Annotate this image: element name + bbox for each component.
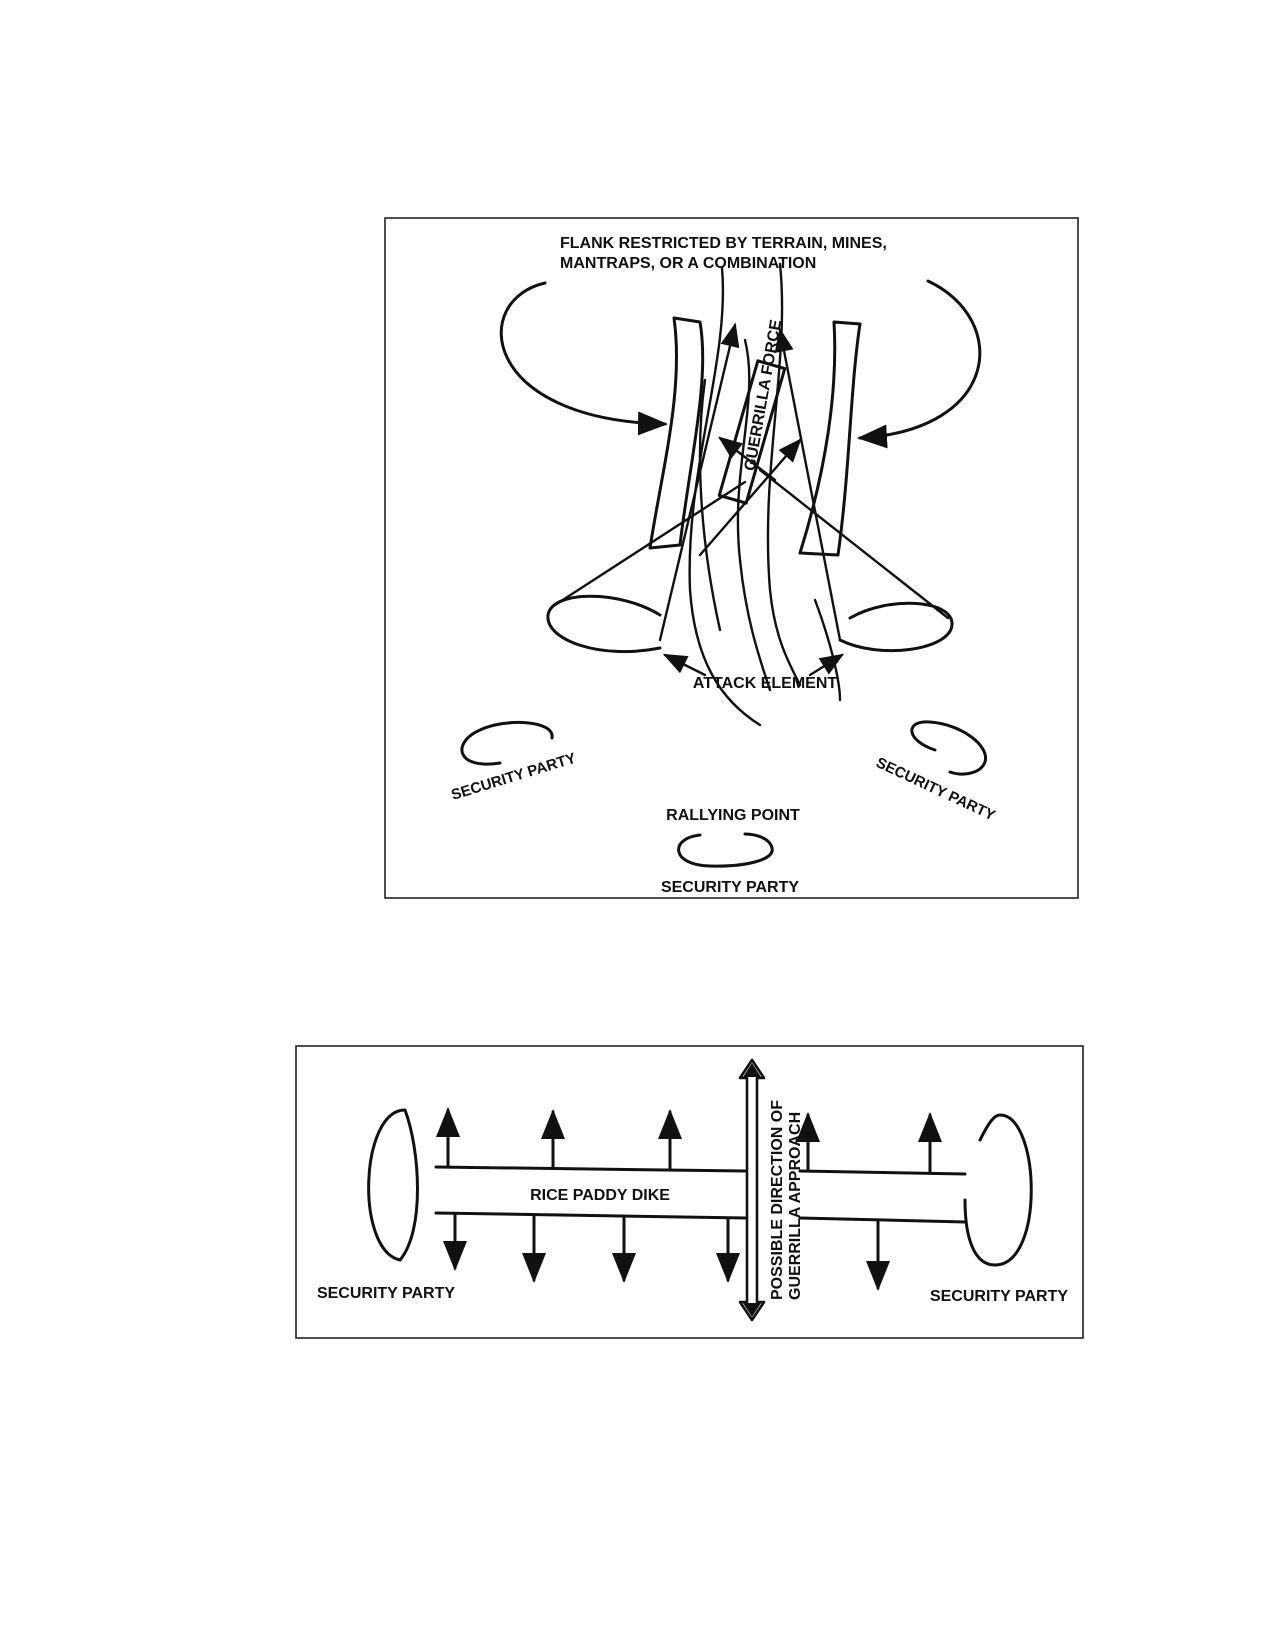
flank-strip-left	[648, 316, 705, 550]
fire-line-right-inner	[774, 327, 842, 642]
attack-element-label: ATTACK ELEMENT	[693, 675, 838, 692]
rallying-point-symbol	[677, 832, 774, 868]
rallying-point-label: RALLYING POINT	[666, 807, 800, 824]
trail-line-4	[698, 378, 722, 632]
attack-pointer-right	[808, 653, 845, 677]
security-party-right-label-2: SECURITY PARTY	[930, 1288, 1068, 1305]
dike-top-right	[798, 1169, 967, 1176]
figure2-frame	[295, 1045, 1084, 1339]
security-party-right-symbol	[910, 720, 987, 776]
trail-line-1	[688, 266, 762, 727]
fire-line-left-inner	[658, 322, 740, 642]
attack-position-right	[838, 601, 954, 653]
security-party-bottom-label: SECURITY PARTY	[661, 879, 799, 896]
security-party-right-label: SECURITY PARTY	[873, 754, 998, 824]
security-party-right-symbol-2	[963, 1113, 1033, 1267]
figure1-frame	[384, 217, 1079, 899]
figure-ambush-diagram: FLANK RESTRICTED BY TERRAIN, MINES, MANT…	[384, 217, 1079, 899]
fire-line-right-outer	[758, 468, 950, 620]
dike-bottom-left	[434, 1211, 748, 1220]
attack-pointer-left	[662, 653, 707, 677]
guerrilla-force-box	[717, 359, 787, 505]
security-party-left-label: SECURITY PARTY	[449, 750, 578, 804]
fire-line-right-cross	[718, 436, 777, 482]
fire-line-left-cross	[698, 438, 802, 557]
figure-rice-paddy-diagram: RICE PADDY DIKE SECURITY PARTY SECURITY …	[295, 1045, 1084, 1339]
attack-position-left	[546, 594, 662, 654]
flank-label-line1: FLANK RESTRICTED BY TERRAIN, MINES,	[560, 235, 887, 252]
rice-paddy-dike-label: RICE PADDY DIKE	[530, 1187, 670, 1204]
approach-double-arrow	[738, 1058, 766, 1322]
flank-arrow-right	[857, 279, 982, 449]
approach-label-line2: GUERRILLA APPROACH	[787, 1112, 804, 1300]
dike-bottom-right	[798, 1216, 967, 1224]
approach-label-line1: POSSIBLE DIRECTION OF	[769, 1100, 786, 1300]
fire-line-left-outer	[553, 480, 747, 607]
flank-label-line2: MANTRAPS, OR A COMBINATION	[560, 255, 816, 272]
security-party-left-label-2: SECURITY PARTY	[317, 1285, 455, 1302]
dike-top-left	[434, 1165, 748, 1173]
flank-arrow-left	[499, 281, 668, 436]
security-party-left-symbol-2	[367, 1108, 419, 1262]
security-party-left-symbol	[460, 720, 554, 766]
flank-strip-right	[798, 320, 862, 557]
